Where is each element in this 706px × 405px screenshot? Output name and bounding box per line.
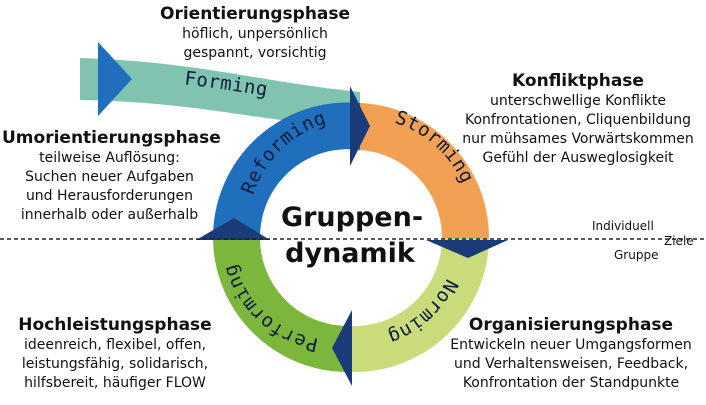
reforming-segment: [212, 102, 360, 238]
center-title-line2: dynamik: [285, 238, 416, 269]
arrow-forming-entry: [98, 42, 132, 116]
ziele-individuell: Individuell: [592, 219, 654, 233]
phase-umorientierung: Umorientierungsphase teilweise Auflösung…: [2, 127, 221, 225]
phase-line: teilweise Auflösung:: [39, 150, 180, 166]
phase-line: Entwickeln neuer Umgangsformen: [450, 337, 692, 353]
ziele-label: Ziele: [664, 234, 694, 248]
phase-line: Konfrontation der Standpunkte: [462, 375, 680, 391]
phase-line: Konfrontationen, Cliquenbildung: [465, 112, 691, 128]
arrow-into-performing: [332, 310, 352, 386]
phase-line: gespannt, vorsichtig: [183, 45, 327, 61]
phase-line: höflich, unpersönlich: [182, 26, 328, 42]
phase-line: nur mühsames Vorwärtskommen: [462, 131, 694, 147]
phase-line: und Verhaltensweisen, Feedback,: [453, 356, 689, 372]
phase-line: Gefühl der Ausweglosigkeit: [482, 150, 674, 166]
phase-line: und Herausforderungen: [25, 188, 194, 204]
performing-segment: [213, 238, 350, 373]
storming-segment: [360, 103, 490, 238]
phase-konflikt: Konfliktphase unterschwellige Konflikte …: [455, 70, 701, 168]
phase-line: unterschwellige Konflikte: [490, 93, 666, 109]
phase-title: Hochleistungsphase: [18, 315, 212, 335]
phase-line: innerhalb oder außerhalb: [20, 207, 199, 223]
phase-title: Organisierungsphase: [468, 315, 674, 335]
phase-hochleistung: Hochleistungsphase ideenreich, flexibel,…: [4, 314, 226, 393]
phase-line: hilfsbereit, häufiger FLOW: [24, 375, 206, 391]
center-title-line1: Gruppen-: [281, 202, 423, 233]
arrow-into-storming: [350, 86, 370, 166]
arrow-into-reforming: [196, 218, 270, 240]
phase-organisierung: Organisierungsphase Entwickeln neuer Umg…: [440, 314, 702, 393]
phase-orientierung: Orientierungsphase höflich, unpersönlich…: [160, 3, 350, 63]
arrow-into-norming: [426, 240, 508, 258]
phase-title: Umorientierungsphase: [2, 128, 221, 148]
phase-title: Konfliktphase: [512, 71, 644, 91]
phase-line: ideenreich, flexibel, offen,: [23, 337, 207, 353]
forming-band: [80, 58, 360, 128]
phase-line: Suchen neuer Aufgaben: [25, 169, 194, 185]
norming-segment: [350, 238, 489, 373]
phase-title: Orientierungsphase: [160, 4, 351, 24]
phase-line: leistungsfähig, solidarisch,: [21, 356, 209, 372]
ziele-gruppe: Gruppe: [614, 248, 658, 262]
